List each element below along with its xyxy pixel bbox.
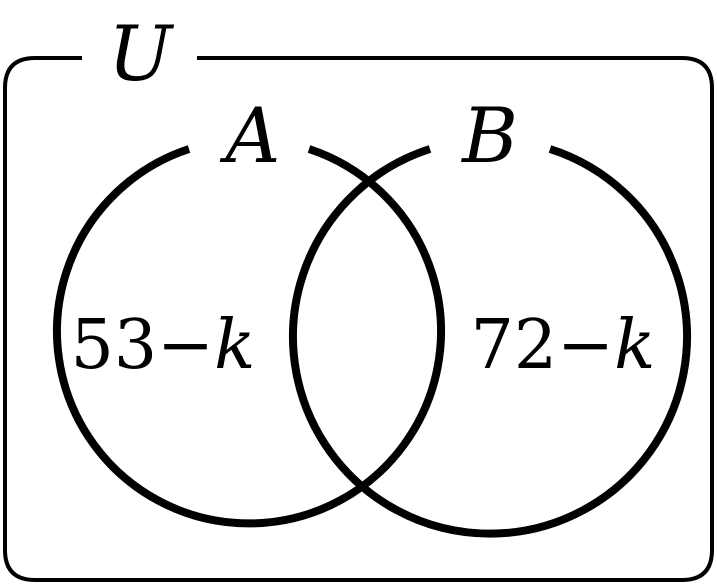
set-a-circle [53,145,445,528]
set-a-only-region-value: 53−k [71,306,256,385]
set-b-circle [289,145,691,538]
set-b-only-region-variable: k [614,306,655,385]
set-a-only-region-variable: k [214,306,255,385]
set-a-only-region-number: 53− [71,306,215,385]
universe-rectangle [3,56,714,582]
set-a-label: A [220,91,281,180]
set-b-only-region-number: 72− [471,306,615,385]
set-b-label: B [460,91,518,180]
set-b-only-region-value: 72−k [471,306,656,385]
universe-label: U [108,9,175,98]
